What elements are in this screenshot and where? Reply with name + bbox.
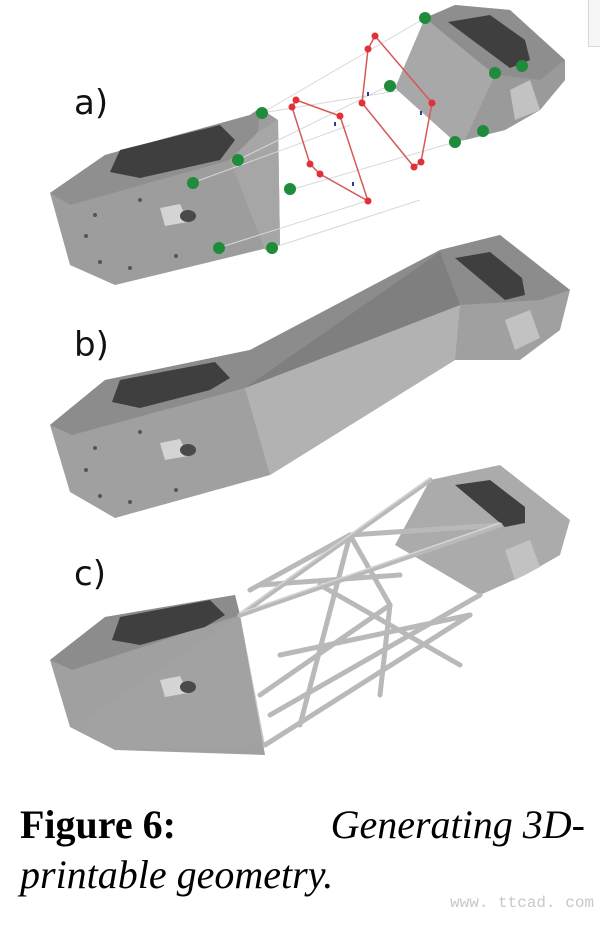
figure-caption: Figure 6: Generating 3D- printable geome… bbox=[20, 800, 585, 900]
watermark: www. ttcad. com bbox=[450, 894, 595, 912]
panel-c: c) bbox=[0, 455, 600, 760]
scrollbar-edge bbox=[588, 0, 600, 47]
figure-number: Figure 6: bbox=[20, 802, 176, 847]
caption-text-line2: printable geometry. bbox=[20, 852, 334, 897]
panel-c-label: c) bbox=[74, 554, 106, 594]
panel-b: b) bbox=[0, 230, 600, 530]
panel-a-illustration bbox=[50, 5, 565, 285]
panel-a-label: a) bbox=[74, 83, 109, 123]
panel-b-illustration bbox=[50, 235, 570, 518]
panel-b-label: b) bbox=[74, 325, 109, 365]
panel-a: a) bbox=[0, 0, 600, 290]
panel-c-illustration bbox=[50, 465, 570, 755]
caption-text-line1: Generating 3D- bbox=[330, 802, 585, 847]
